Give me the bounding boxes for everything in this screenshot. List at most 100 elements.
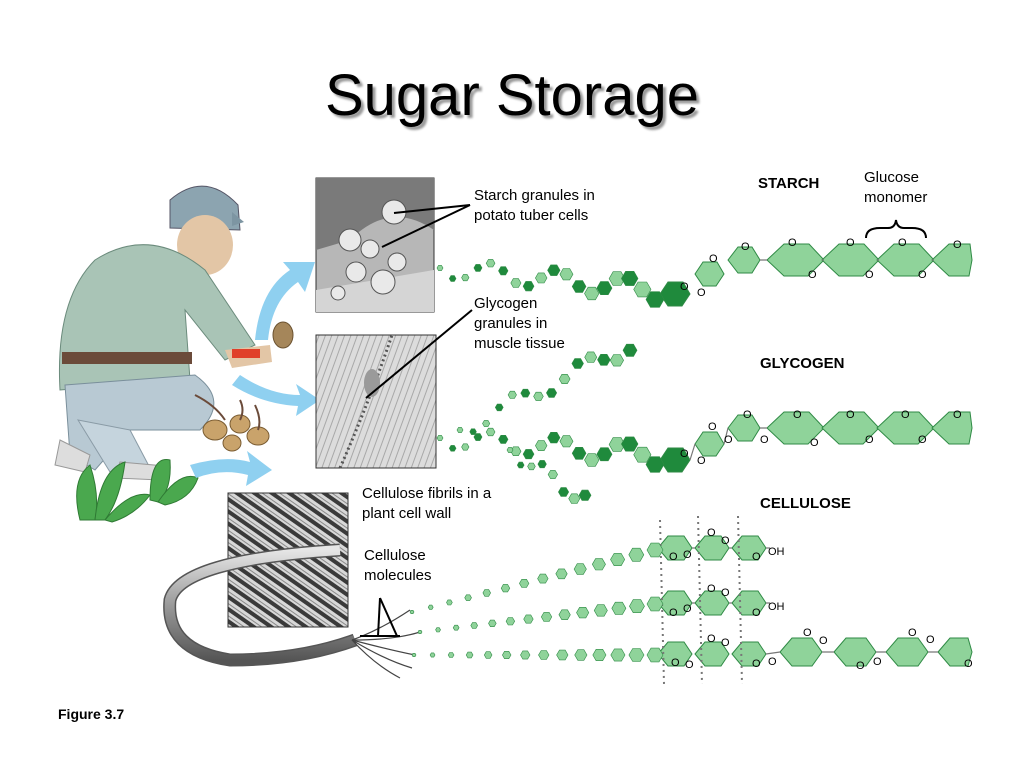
oxygen-atom-label: O: [707, 583, 716, 595]
cellulose-fibrils-label: Cellulose fibrils in a plant cell wall: [362, 485, 492, 522]
glucose-monomer-icon: [485, 259, 496, 268]
oxygen-atom-label: O: [709, 253, 718, 265]
glucose-monomer-icon: [622, 343, 638, 357]
glucose-monomer-icon: [596, 447, 613, 462]
oxygen-atom-label: O: [953, 409, 962, 421]
glucose-monomer-icon: [520, 388, 531, 398]
glucose-monomer-icon: [628, 648, 645, 662]
oxygen-atom-label: O: [671, 657, 680, 669]
glucose-monomer-icon: [520, 650, 531, 660]
glucose-monomer-icon: [494, 403, 504, 412]
oxygen-atom-label: O: [819, 635, 828, 647]
oxygen-atom-label: O: [873, 656, 882, 668]
slide-title: Sugar Storage: [324, 63, 700, 128]
arrow-to-glycogen-icon: [232, 375, 320, 416]
oxygen-atom-label: O: [908, 627, 917, 639]
glucose-monomer-icon: [411, 652, 417, 658]
starch-chain: [659, 243, 973, 307]
cellulose-chains: [657, 535, 973, 667]
cellulose-molecules-label: Cellulose molecules: [364, 547, 432, 584]
glucose-monomer-icon: [429, 652, 436, 658]
farmer-illustration: [54, 185, 294, 523]
glucose-monomer-icon: [538, 650, 550, 660]
oxygen-atom-label: O: [721, 587, 730, 599]
glucose-monomer-icon: [535, 272, 548, 284]
glucose-monomer-icon: [584, 453, 600, 467]
glucose-monomer-icon: [584, 351, 598, 363]
oxygen-atom-label: O: [697, 455, 706, 467]
oxygen-atom-label: O: [669, 607, 678, 619]
oxygen-atom-label: O: [743, 409, 752, 421]
glucose-monomer-icon: [436, 435, 444, 441]
oxygen-atom-label: O: [752, 658, 761, 670]
glucose-monomer-icon: [646, 542, 664, 558]
glucose-monomer-icon: [522, 281, 535, 292]
glucose-monomer-icon: [592, 648, 607, 662]
oxygen-atom-label: O: [926, 634, 935, 646]
oxygen-atom-label: O: [810, 437, 819, 449]
glucose-monomer-icon: [507, 390, 517, 399]
oxygen-atom-label: O: [697, 287, 706, 299]
glucose-monomer-icon: [621, 436, 639, 452]
glucose-monomer-icon: [628, 547, 645, 562]
oxygen-atom-label: O: [741, 241, 750, 253]
glucose-monomer-icon: [611, 601, 627, 615]
oxygen-atom-label: O: [846, 409, 855, 421]
glycogen-granules-label: Glycogen granules in muscle tissue: [474, 295, 565, 352]
glucose-monomer-icon: [558, 373, 571, 385]
glucose-monomer-icon: [584, 286, 600, 301]
oxygen-atom-label: O: [760, 434, 769, 446]
glucose-monomer-icon: [483, 651, 493, 659]
glucose-monomer-icon: [540, 612, 553, 622]
oxygen-atom-label: O: [953, 239, 962, 251]
glucose-monomer-icon: [537, 573, 549, 584]
glucose-monomer-icon: [465, 651, 474, 659]
glucose-monomer-icon: [645, 456, 665, 473]
glucose-monomer-icon: [409, 609, 415, 615]
glucose-monomer-icon: [505, 617, 516, 626]
glucose-monomer-icon: [498, 266, 509, 276]
oxygen-atom-label: O: [724, 434, 733, 446]
glycogen-heading: GLYCOGEN: [760, 355, 845, 372]
glucose-monomer-icon: [646, 647, 664, 663]
oxygen-atom-label: O: [680, 281, 689, 293]
glucose-monomer-icon: [523, 614, 534, 624]
starch-granules-label: Starch granules in potato tuber cells: [474, 187, 595, 224]
glucose-monomer-icon: [516, 461, 525, 469]
glucose-monomer-icon: [558, 487, 570, 497]
glucose-monomer-icon: [506, 447, 514, 453]
oxygen-atom-label: O: [793, 409, 802, 421]
oxygen-atom-label: O: [752, 607, 761, 619]
oxygen-atom-label: O: [918, 269, 927, 281]
oxygen-atom-label: O: [846, 237, 855, 249]
oxygen-atom-label: O: [808, 269, 817, 281]
glucose-monomer-icon: [482, 420, 491, 427]
glucose-monomer-icon: [593, 604, 608, 617]
oxygen-atom-label: O: [721, 535, 730, 547]
glucose-monomer-icon: [485, 427, 496, 437]
oxygen-labels: O O O O O O O O O O O O O O O O O O O O …: [669, 237, 973, 672]
glucose-monomer-icon: [473, 433, 483, 441]
oxygen-atom-label: O: [898, 237, 907, 249]
oxygen-atom-label: OH: [768, 601, 785, 613]
cellulose-cable: [163, 543, 421, 679]
glucose-monomer-icon: [498, 434, 509, 444]
glucose-monomer-icon: [461, 443, 470, 451]
oxygen-atom-label: O: [768, 656, 777, 668]
monomer-chains: [409, 259, 665, 663]
glucose-monomer-icon: [591, 558, 606, 571]
glucose-monomer-icon: [456, 427, 464, 433]
oxygen-atom-label: O: [680, 448, 689, 460]
oxygen-atom-label: O: [964, 658, 973, 670]
glucose-monomer-icon: [448, 445, 457, 452]
glucose-monomer-icon: [500, 584, 511, 593]
glucose-monomer-icon: [609, 354, 624, 367]
glucose-monomer-icon: [596, 281, 613, 296]
glucose-monomer-icon: [568, 493, 581, 504]
glucose-monomer-icon: [555, 568, 568, 580]
glucose-monomer-icon: [464, 594, 472, 601]
glucose-monomer-icon: [547, 264, 561, 276]
oxygen-atom-label: O: [803, 627, 812, 639]
oxygen-atom-label: O: [685, 659, 694, 671]
glucose-monomer-icon: [576, 606, 590, 619]
